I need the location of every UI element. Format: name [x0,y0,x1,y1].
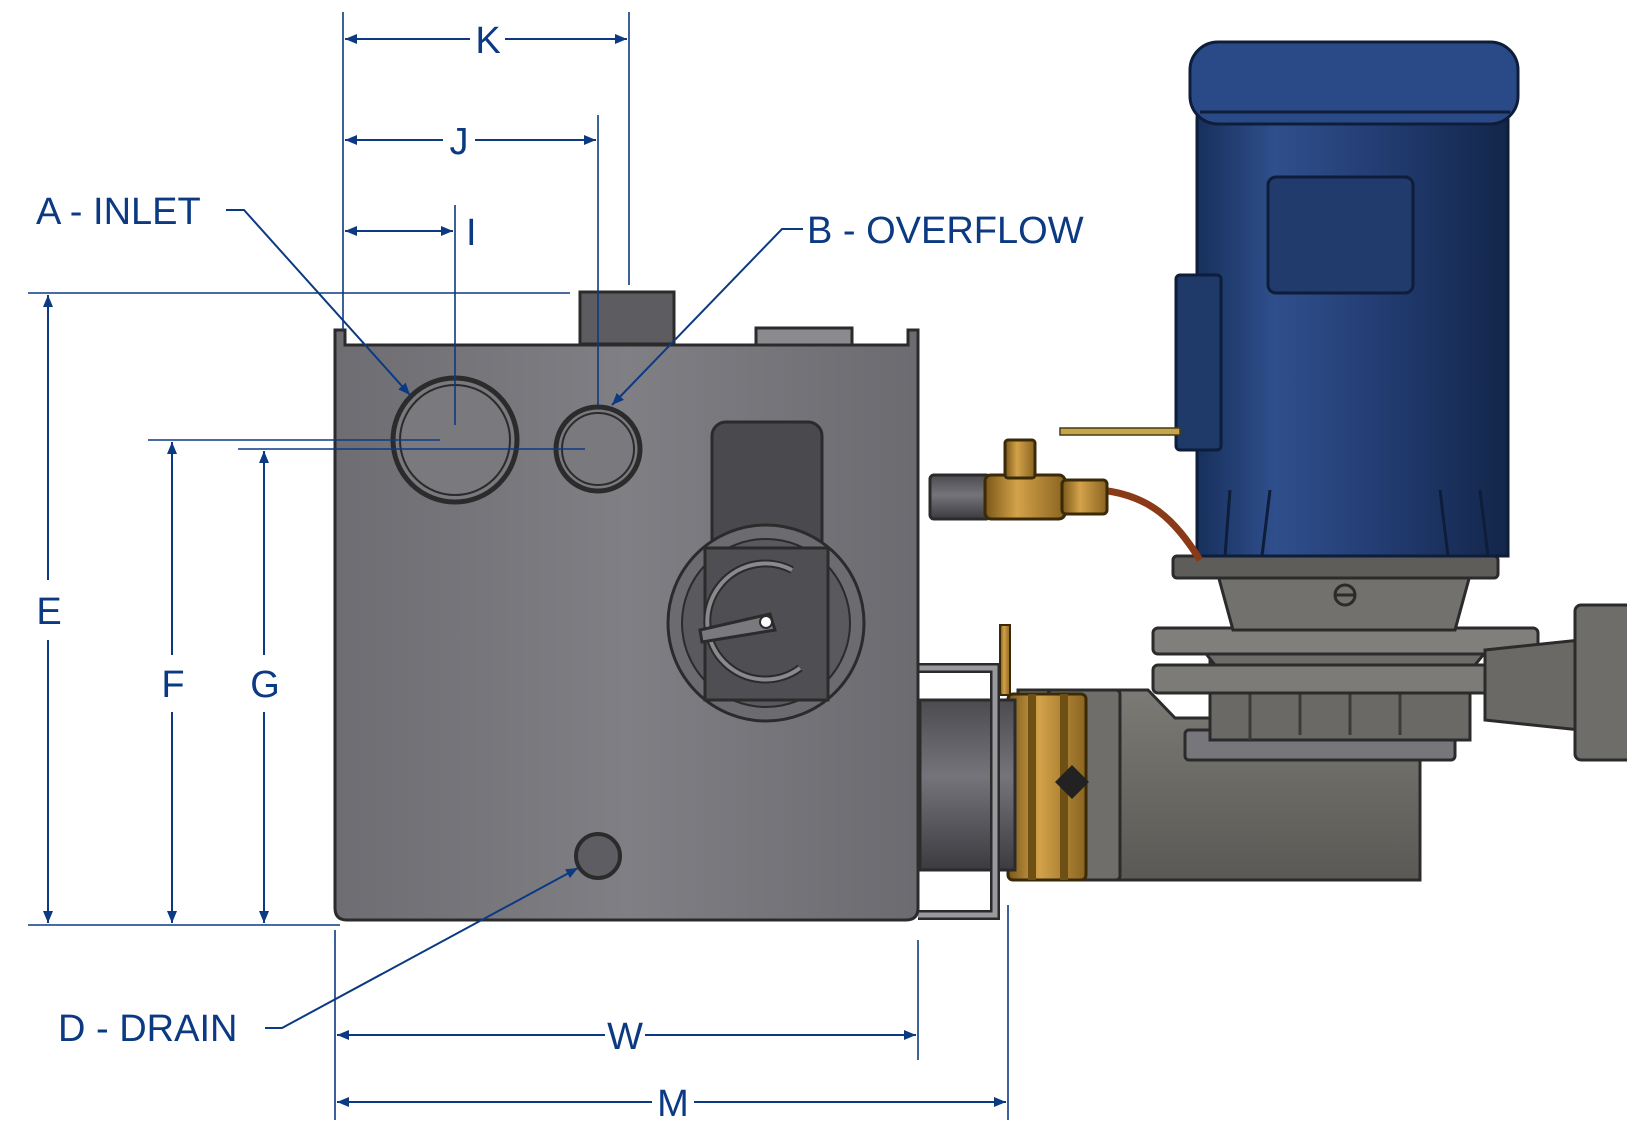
callout-drain-leader [265,867,579,1029]
callout-drain-label: D - DRAIN [58,1008,237,1050]
motor-body [1195,62,1510,558]
ball-valve [983,473,1067,521]
tank-top-port [578,290,676,346]
pump-middle-flange [1151,663,1540,695]
valve-lever [1059,427,1181,436]
dim-k-label: K [475,20,500,62]
brass-flange-groove [1028,694,1036,880]
dim-f-label: F [161,664,184,706]
motor-base-flange [1171,554,1500,580]
dim-i-label: I [466,212,477,254]
copper-tube [1099,486,1203,562]
motor-cooling-fins [1223,489,1490,557]
valve-stub-pipe [928,473,992,521]
dim-j-label: J [450,121,469,163]
pump-motor-assembly [918,40,1627,920]
tank-outlet-pipe [918,698,1017,872]
reservoir-tank [333,290,920,922]
pump-housing-ribs [1248,660,1402,740]
gauge-needle [698,612,777,644]
callout-overflow-leader [611,228,803,406]
motor-adapter [1216,573,1472,632]
motor-junction-box [1266,175,1415,295]
tank-handle-highlight [918,665,998,918]
valve-stem [1003,438,1037,480]
brass-flange-bolt [1055,765,1089,799]
dim-g-label: G [250,664,280,706]
pump-upper-flange [1151,626,1540,656]
gauge-pivot [759,615,773,629]
motor-side-box [1174,273,1223,452]
callouts: A - INLET B - OVERFLOW D - DRAIN [36,191,1084,1050]
drain-port [574,832,622,880]
gauge-dial-arc-highlight [705,561,802,682]
dimension-lines: K J I E F G W M [28,12,1009,1125]
pump-side-flange [1573,603,1627,762]
dim-e-label: E [36,591,61,633]
brass-pin [999,624,1011,696]
callout-overflow-label: B - OVERFLOW [807,210,1084,252]
pump-side-outlet [1483,638,1582,732]
dim-w-label: W [607,1016,643,1058]
callout-inlet-leader [226,209,411,396]
callout-inlet-label: A - INLET [36,191,201,233]
valve-fitting [1060,478,1109,516]
motor-top-cap [1188,40,1520,126]
dim-m-label: M [657,1083,689,1125]
